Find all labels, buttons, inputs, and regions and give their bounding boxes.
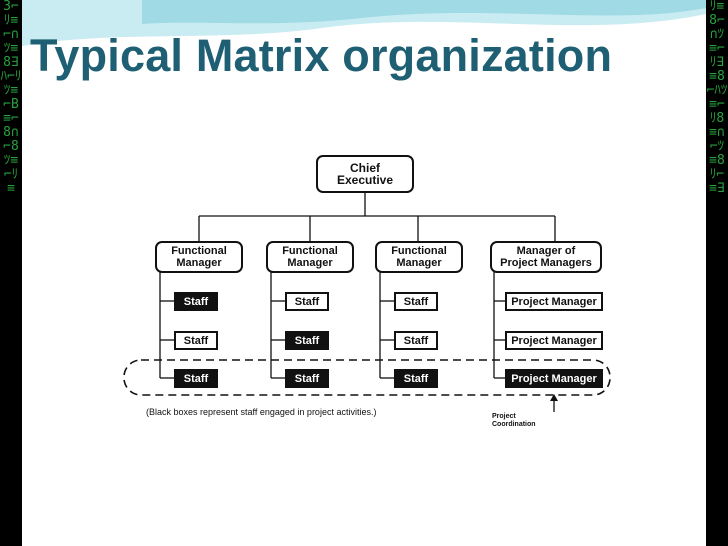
matrix-org-chart: Chief Executive Functional Manager Funct… (118, 150, 614, 432)
chief-line-1: Chief (349, 161, 380, 175)
coordination-arrow-icon (550, 394, 558, 401)
head-2-line-2: Manager (287, 257, 333, 269)
right-decorative-strip: ﾘ≡8⌐∩ﾂ≡⌐ﾘ∃≡8⌐ﾊﾂ≡⌐ﾘ8≡∩⌐ﾂ≡8ﾘ⌐≡∃ (706, 0, 728, 546)
head-3-line-2: Manager (396, 257, 442, 269)
functional-manager-box-1: Functional Manager (155, 241, 243, 273)
matrix-glyphs-left: 3⌐ﾘ≡⌐∩ﾂ≡8∃ﾊ⌐ﾘﾂ≡⌐B≡⌐8∩⌐8ﾂ≡⌐ﾘ≡ (0, 0, 22, 196)
matrix-glyphs-right: ﾘ≡8⌐∩ﾂ≡⌐ﾘ∃≡8⌐ﾊﾂ≡⌐ﾘ8≡∩⌐ﾂ≡8ﾘ⌐≡∃ (706, 0, 728, 196)
connector-lines (123, 193, 611, 412)
head-4-line-2: Project Managers (500, 257, 592, 269)
staff-box-c1-r1: Staff (174, 292, 218, 311)
coordination-line-1: Project (492, 413, 516, 420)
project-coordination-outline (123, 359, 611, 396)
head-3-line-1: Functional (391, 245, 447, 257)
head-2-line-1: Functional (282, 245, 338, 257)
head-4-line-1: Manager of (516, 245, 576, 257)
staff-box-c2-r3: Staff (285, 369, 329, 388)
chief-line-2: Executive (336, 173, 394, 187)
head-1-line-1: Functional (171, 245, 227, 257)
slide: Typical Matrix organization (22, 0, 706, 546)
staff-box-c2-r1: Staff (285, 292, 329, 311)
staff-box-c3-r2: Staff (394, 331, 438, 350)
header-wave-decoration (22, 0, 706, 46)
diagram-caption: (Black boxes represent staff engaged in … (146, 407, 377, 417)
left-decorative-strip: 3⌐ﾘ≡⌐∩ﾂ≡8∃ﾊ⌐ﾘﾂ≡⌐B≡⌐8∩⌐8ﾂ≡⌐ﾘ≡ (0, 0, 22, 546)
chief-executive-box: Chief Executive (316, 155, 414, 193)
staff-box-c2-r2: Staff (285, 331, 329, 350)
staff-box-c3-r1: Staff (394, 292, 438, 311)
head-1-line-2: Manager (176, 257, 222, 269)
functional-manager-box-2: Functional Manager (266, 241, 354, 273)
staff-box-c1-r2: Staff (174, 331, 218, 350)
project-manager-box-r1: Project Manager (505, 292, 603, 311)
project-coordination-label: Project Coordination (492, 413, 536, 429)
functional-manager-box-3: Functional Manager (375, 241, 463, 273)
staff-box-c3-r3: Staff (394, 369, 438, 388)
project-manager-box-r2: Project Manager (505, 331, 603, 350)
coordination-line-2: Coordination (492, 421, 536, 428)
slide-title: Typical Matrix organization (30, 30, 613, 81)
staff-box-c1-r3: Staff (174, 369, 218, 388)
manager-of-project-managers-box: Manager of Project Managers (490, 241, 602, 273)
project-manager-box-r3: Project Manager (505, 369, 603, 388)
